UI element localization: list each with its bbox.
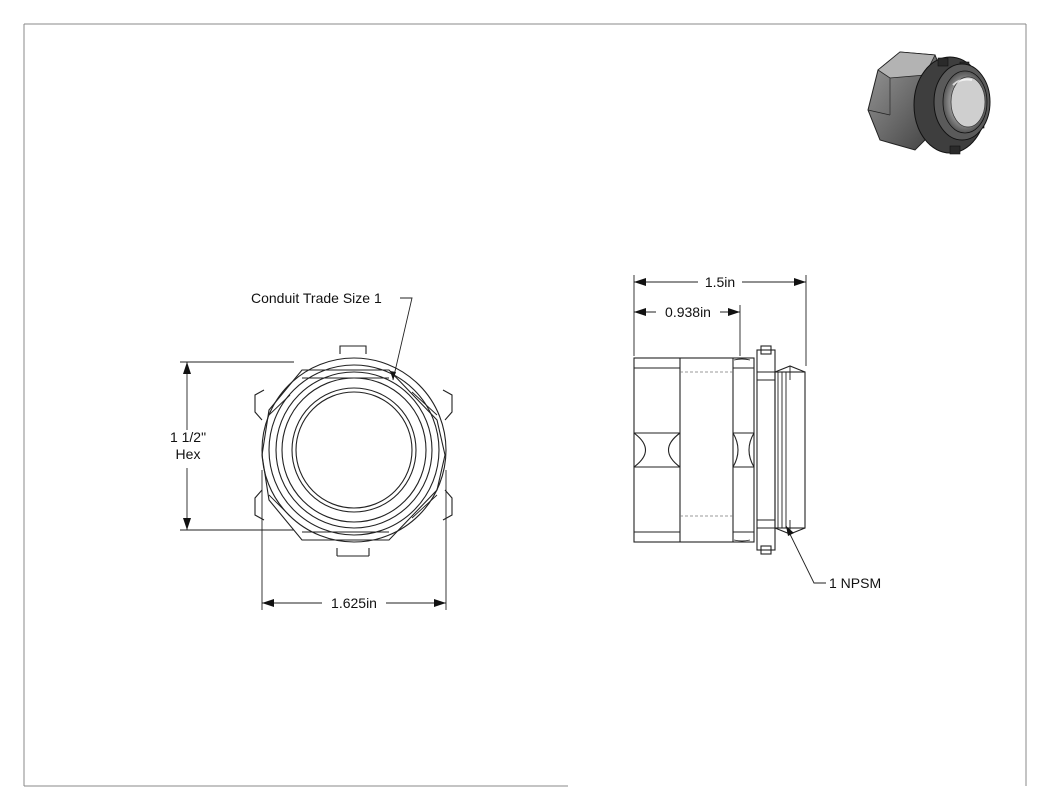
side-view: 1.5in 0.938in 1 NPSM <box>633 274 881 591</box>
sheet-border <box>23 23 1027 787</box>
hex-dimension: 1 1/2" Hex <box>170 361 294 531</box>
side-view-thread <box>757 365 806 535</box>
conduit-size-label: Conduit Trade Size 1 <box>251 290 382 306</box>
front-view-bore-circles <box>261 357 447 543</box>
side-view-locknut <box>756 345 776 555</box>
hex-word-label: Hex <box>176 446 201 462</box>
front-view-locknut-tabs <box>254 345 453 557</box>
front-view: Conduit Trade Size 1 1 1/2" Hex 1.625in <box>170 290 453 611</box>
conduit-size-callout: Conduit Trade Size 1 <box>251 290 413 381</box>
hex-length-dimension: 0.938in <box>634 304 741 356</box>
hex-length-label: 0.938in <box>665 304 711 320</box>
width-dimension: 1.625in <box>261 470 447 611</box>
overall-length-label: 1.5in <box>705 274 735 290</box>
hex-size-label: 1 1/2" <box>170 429 206 445</box>
side-view-hex-body <box>633 357 755 543</box>
width-label: 1.625in <box>331 595 377 611</box>
thread-label: 1 NPSM <box>829 575 881 591</box>
thread-callout: 1 NPSM <box>785 525 881 591</box>
isometric-view <box>867 51 991 155</box>
overall-length-dimension: 1.5in <box>633 274 807 366</box>
